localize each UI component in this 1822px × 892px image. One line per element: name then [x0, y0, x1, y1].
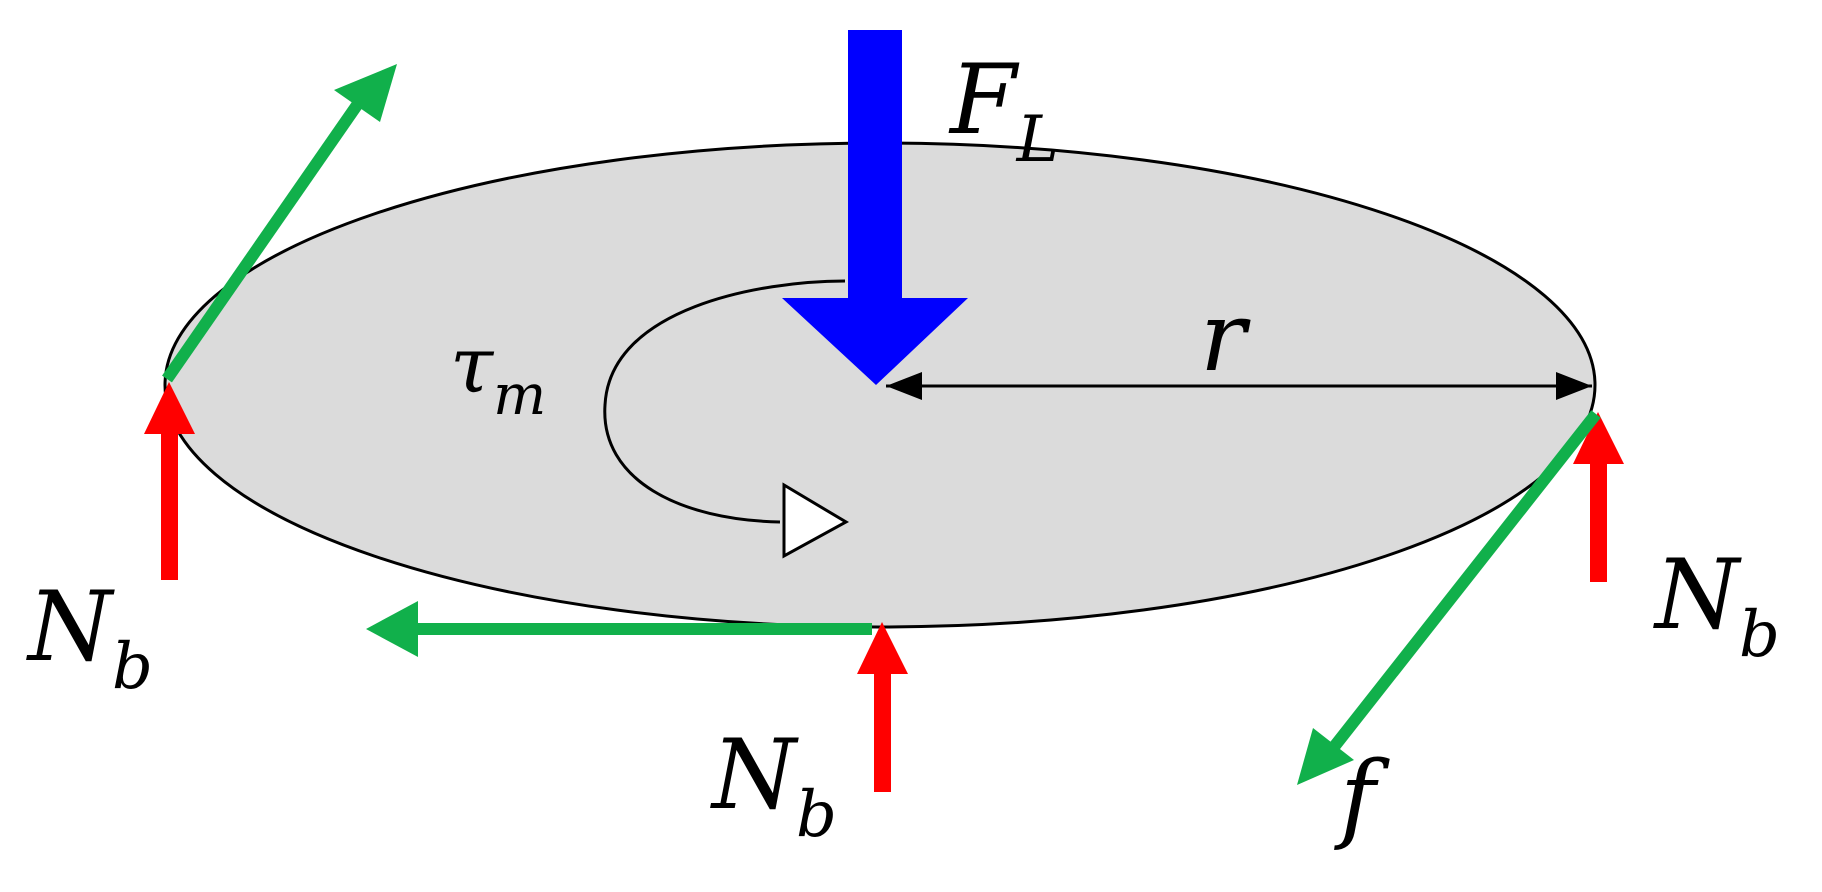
load-force-arrow	[782, 30, 968, 385]
normal-force-arrow-right	[1573, 412, 1624, 582]
friction-arrow-bottom	[366, 601, 872, 657]
torque-arrowhead-icon	[782, 482, 850, 559]
torque-label: τm	[450, 321, 546, 428]
torque-arc	[603, 279, 846, 524]
normal-force-label-left: Nb	[26, 571, 153, 704]
normal-force-label-right: Nb	[1653, 539, 1780, 672]
friction-arrow-right	[1297, 410, 1601, 785]
normal-force-label-bottom: Nb	[710, 719, 837, 852]
load-force-label: FL	[948, 44, 1059, 177]
normal-force-arrow-left	[144, 382, 195, 580]
friction-label: f	[1334, 741, 1390, 853]
radius-label: r	[1200, 281, 1251, 393]
normal-force-arrow-bottom	[857, 622, 908, 792]
radius-left-arrowhead-icon	[886, 372, 922, 400]
radius-right-arrowhead-icon	[1556, 372, 1592, 400]
friction-arrow-left	[162, 64, 397, 383]
